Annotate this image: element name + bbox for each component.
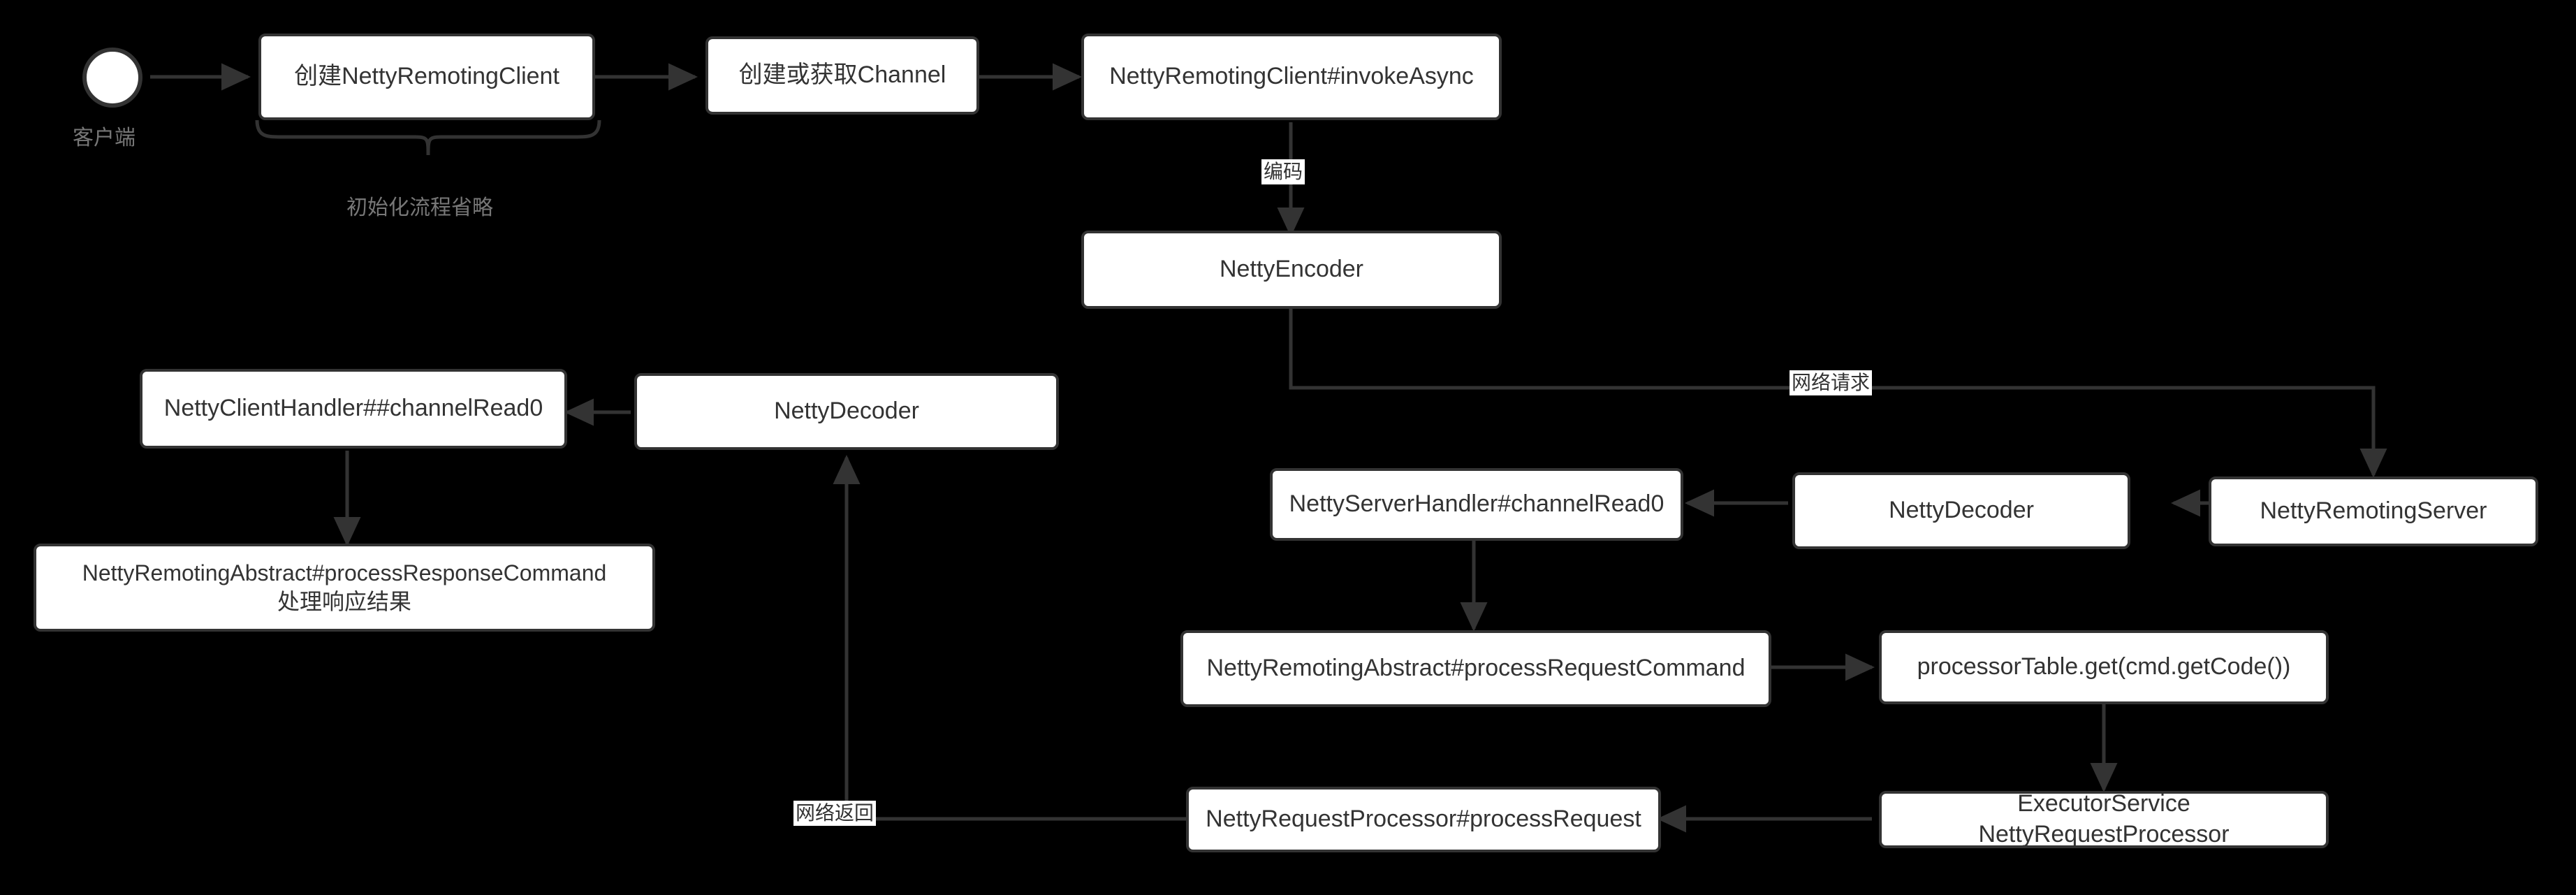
edge-label-network-return: 网络返回 — [793, 801, 877, 827]
node-process-request[interactable]: NettyRequestProcessor#processRequest — [1186, 787, 1661, 852]
edge-label-network-request: 网络请求 — [1790, 370, 1873, 396]
edge-label-encode: 编码 — [1261, 159, 1305, 185]
node-netty-encoder[interactable]: NettyEncoder — [1081, 231, 1502, 309]
node-process-response-cmd[interactable]: NettyRemotingAbstract#processResponseCom… — [34, 544, 655, 632]
client-start-node[interactable] — [82, 48, 142, 108]
node-invoke-async[interactable]: NettyRemotingClient#invokeAsync — [1081, 34, 1502, 120]
node-processor-table[interactable]: processorTable.get(cmd.getCode()) — [1879, 630, 2329, 704]
client-start-caption: 客户端 — [73, 126, 136, 150]
node-server-handler[interactable]: NettyServerHandler#channelRead0 — [1270, 468, 1683, 541]
init-omitted-brace — [255, 119, 601, 156]
edge-process-request-to-client-decoder — [833, 454, 1187, 821]
node-server-decoder[interactable]: NettyDecoder — [1792, 472, 2130, 549]
node-process-request-cmd[interactable]: NettyRemotingAbstract#processRequestComm… — [1180, 630, 1771, 707]
node-netty-remoting-server[interactable]: NettyRemotingServer — [2209, 476, 2538, 546]
node-executor-service[interactable]: ExecutorService NettyRequestProcessor — [1879, 790, 2329, 848]
node-client-handler[interactable]: NettyClientHandler##channelRead0 — [140, 369, 567, 449]
node-create-client[interactable]: 创建NettyRemotingClient — [258, 34, 595, 120]
node-create-channel[interactable]: 创建或获取Channel — [705, 36, 979, 115]
node-client-decoder[interactable]: NettyDecoder — [634, 373, 1059, 450]
annotation-init-omitted: 初始化流程省略 — [346, 196, 493, 219]
